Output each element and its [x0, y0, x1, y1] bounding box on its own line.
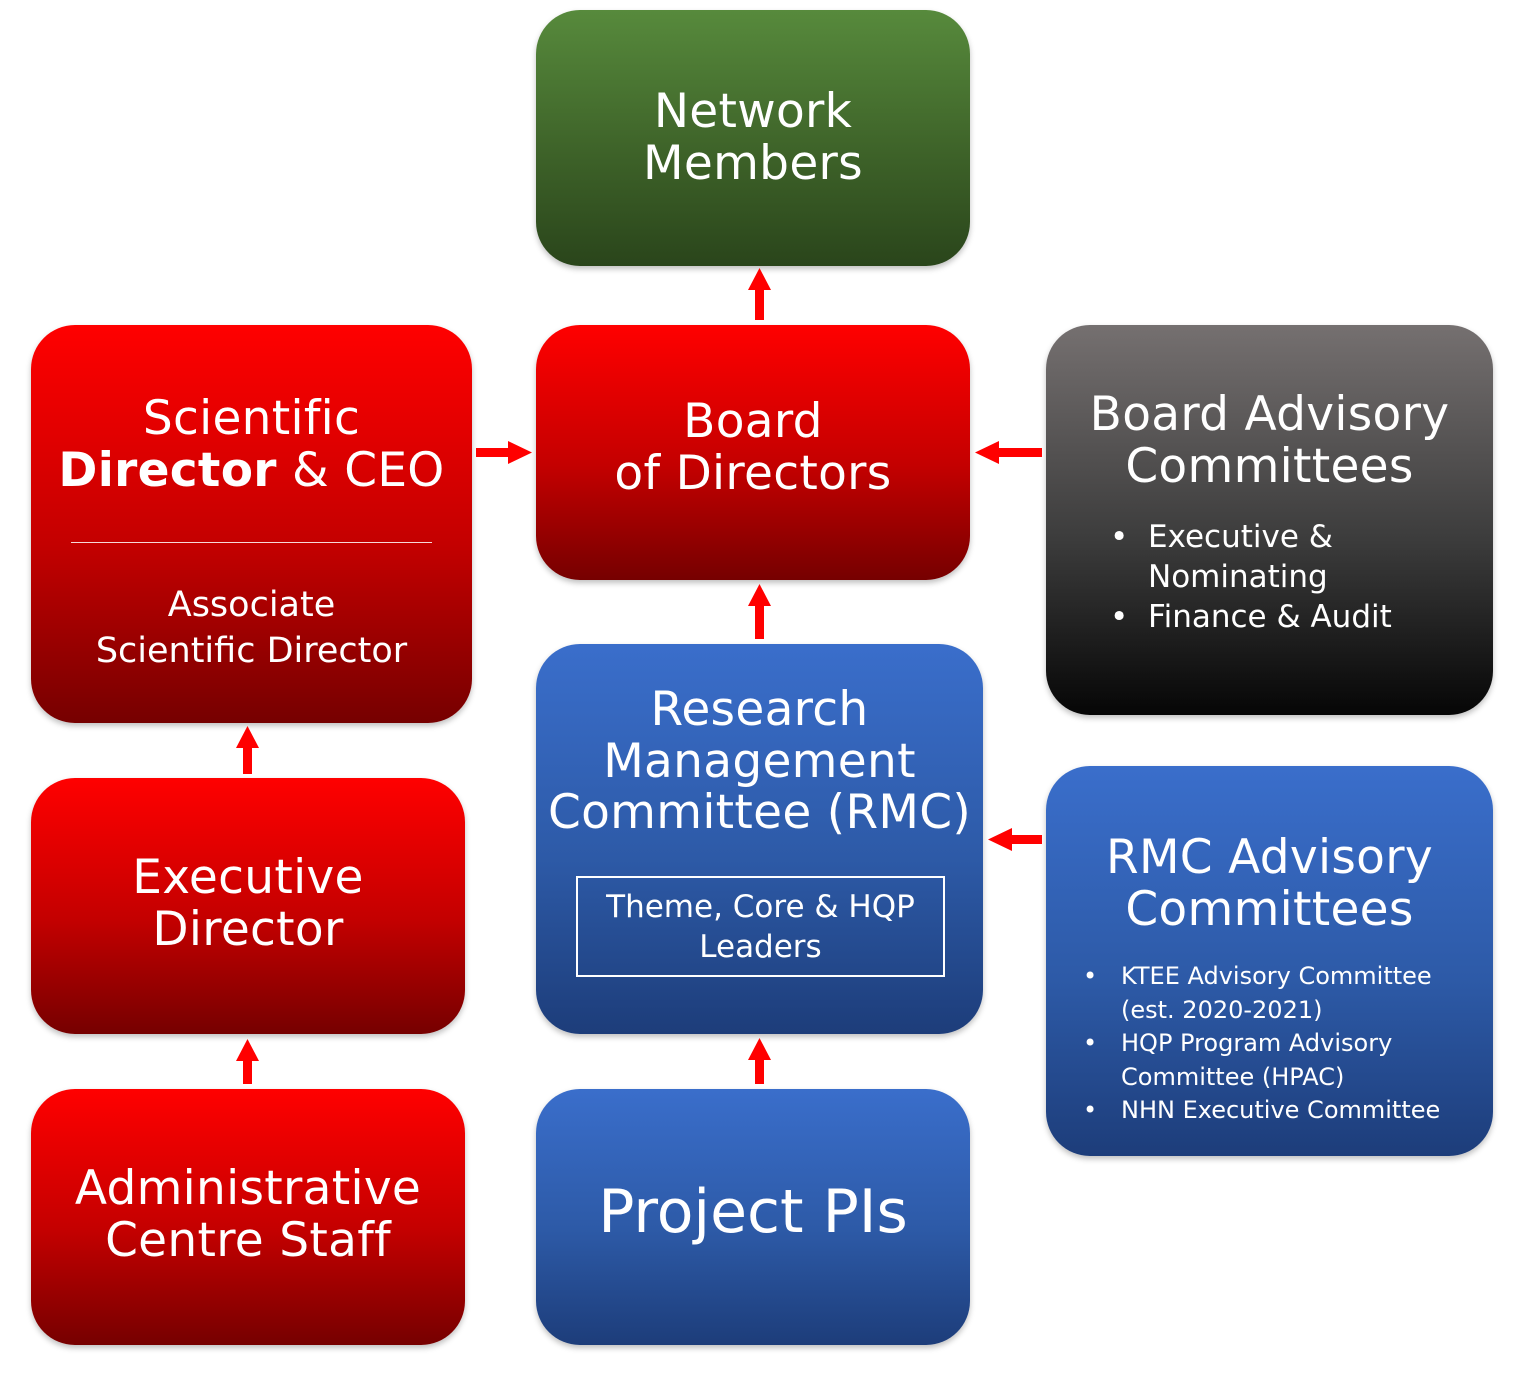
leaders-line1: Theme, Core & HQP — [606, 889, 915, 925]
ceo-text: & CEO — [276, 442, 445, 498]
list-item: • Finance & Audit — [1110, 599, 1392, 635]
rmc-line3: Committee (RMC) — [547, 785, 972, 841]
rmc-advisory-line2: Committees — [1125, 881, 1414, 937]
project-pis-box: Project PIs — [536, 1089, 970, 1345]
list-item: • HQP Program Advisory Committee (HPAC) — [1083, 1029, 1393, 1091]
rmc-line2: Management — [603, 733, 916, 789]
board-line1: Board — [683, 394, 823, 449]
network-members-line1: Network — [653, 84, 853, 139]
arrow-right-to-board — [476, 441, 532, 464]
list-item: • KTEE Advisory Committee (est. 2020-202… — [1083, 962, 1432, 1024]
bullet-dot: • — [1110, 519, 1129, 555]
network-members-box: Network Members — [536, 10, 970, 266]
rmc-box: Research Management Committee (RMC) Them… — [536, 644, 983, 1034]
project-pis-label: Project PIs — [598, 1177, 908, 1247]
associate-line2: Scientific Director — [95, 630, 408, 671]
board-advisory-list: • Executive & Nominating • Finance & Aud… — [1110, 517, 1392, 637]
arrow-left-from-rmc-advisory — [988, 828, 1042, 851]
admin-staff-line2: Centre Staff — [105, 1212, 391, 1268]
admin-staff-line1: Administrative — [74, 1161, 422, 1216]
bullet-dot: • — [1083, 962, 1098, 990]
scientific-director-box: Scientific Director & CEO Associate Scie… — [31, 325, 472, 723]
board-advisory-box: Board Advisory Committees • Executive & … — [1046, 325, 1493, 715]
list-item: • Executive & Nominating — [1110, 519, 1333, 595]
arrow-up-to-rmc — [748, 1038, 771, 1084]
bullet-dot: • — [1083, 1096, 1098, 1124]
bullet-dot: • — [1083, 1029, 1098, 1057]
bullet-dot: • — [1110, 599, 1129, 635]
leaders-line2: Leaders — [699, 928, 822, 965]
arrow-up-to-network-members — [748, 268, 771, 320]
arrow-up-to-executive-director — [236, 1039, 259, 1084]
rmc-advisory-list: • KTEE Advisory Committee (est. 2020-202… — [1083, 960, 1440, 1128]
arrow-up-to-scientific-director — [236, 726, 259, 774]
board-line2: of Directors — [614, 445, 892, 501]
rmc-advisory-line1: RMC Advisory — [1106, 830, 1433, 885]
board-of-directors-box: Board of Directors — [536, 325, 970, 580]
scientific-director-line1: Scientific — [142, 391, 361, 446]
executive-director-line1: Executive — [132, 850, 364, 905]
admin-staff-box: Administrative Centre Staff — [31, 1089, 465, 1345]
rmc-advisory-box: RMC Advisory Committees • KTEE Advisory … — [1046, 766, 1493, 1156]
associate-line1: Associate — [167, 585, 336, 625]
scientific-director-divider — [71, 542, 432, 543]
rmc-line1: Research — [650, 682, 869, 737]
director-bold-text: Director — [58, 442, 277, 498]
board-advisory-line1: Board Advisory — [1089, 387, 1450, 442]
executive-director-line2: Director — [152, 901, 344, 957]
arrow-left-from-board-advisory — [975, 441, 1042, 464]
board-advisory-line2: Committees — [1125, 438, 1414, 494]
arrow-up-to-board — [748, 584, 771, 639]
network-members-line2: Members — [643, 135, 863, 191]
executive-director-box: Executive Director — [31, 778, 465, 1034]
scientific-director-line2: Director & CEO — [31, 442, 472, 498]
leaders-box: Theme, Core & HQP Leaders — [576, 876, 945, 977]
list-item: • NHN Executive Committee — [1083, 1094, 1440, 1128]
